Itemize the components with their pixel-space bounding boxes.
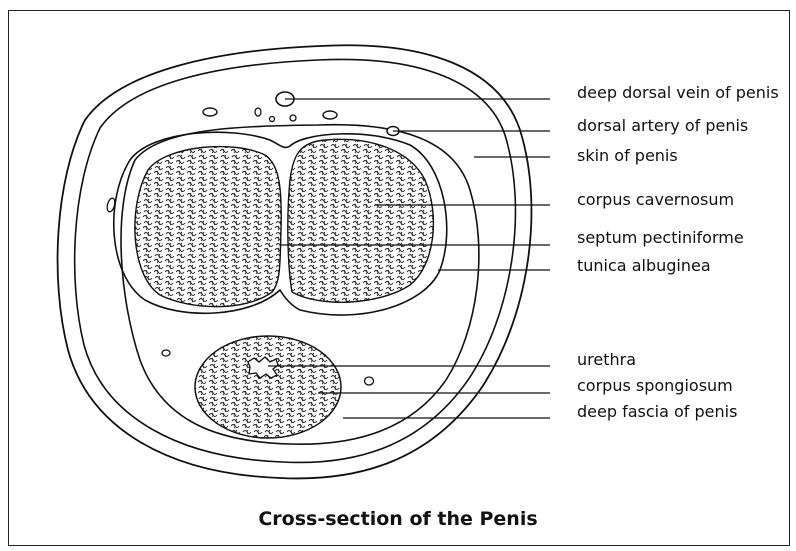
label-tunica-albuginea: tunica albuginea — [577, 256, 711, 276]
corpus-cavernosum-right — [288, 139, 434, 302]
label-septum-pectiniforme: septum pectiniforme — [577, 228, 744, 248]
label-corpus-cavernosum: corpus cavernosum — [577, 190, 734, 210]
label-corpus-spongiosum: corpus spongiosum — [577, 376, 733, 396]
label-deep-dorsal-vein: deep dorsal vein of penis — [577, 83, 779, 103]
corpus-cavernosum-left — [135, 147, 281, 307]
label-deep-fascia: deep fascia of penis — [577, 402, 737, 422]
label-skin: skin of penis — [577, 146, 678, 166]
figure-caption: Cross-section of the Penis — [0, 508, 796, 530]
label-urethra: urethra — [577, 350, 636, 370]
corpus-spongiosum — [195, 336, 341, 438]
label-dorsal-artery: dorsal artery of penis — [577, 116, 748, 136]
